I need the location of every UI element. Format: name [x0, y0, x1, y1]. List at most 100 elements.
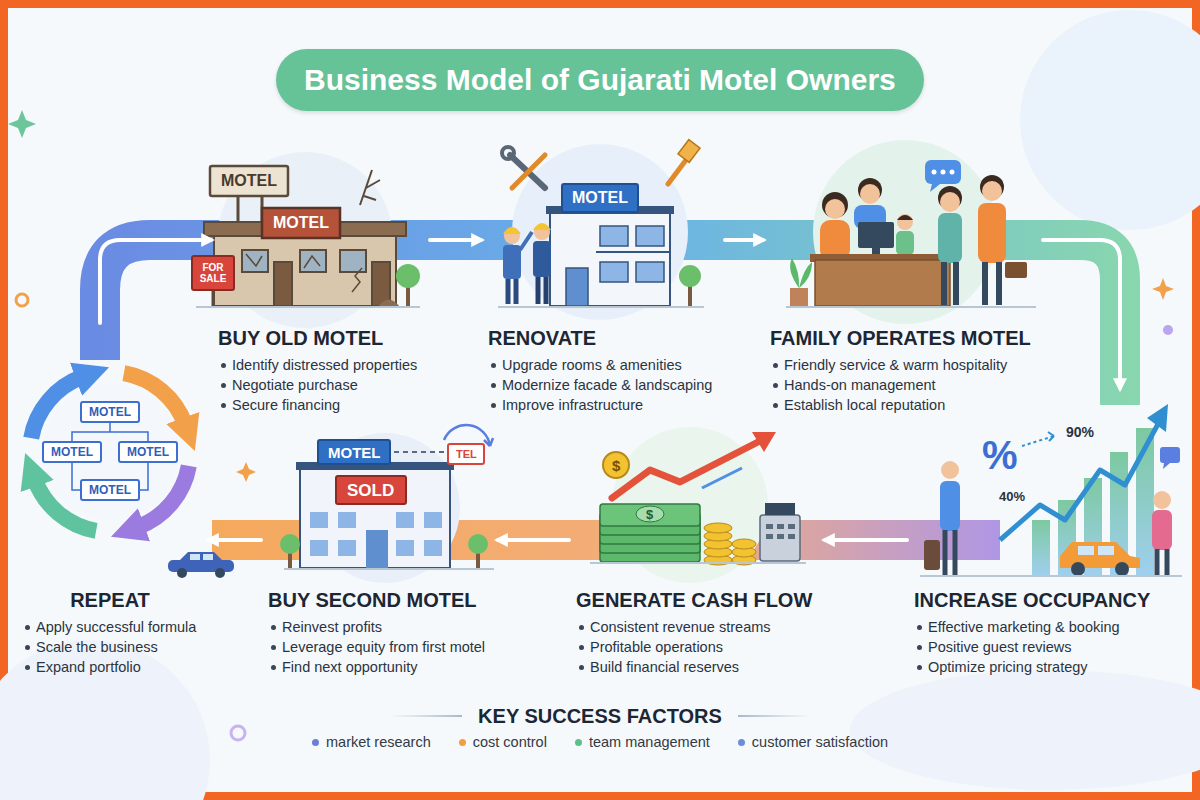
renovation-picture-part [512, 144, 688, 320]
renovation-picture-part [668, 160, 686, 184]
car-picture-part [203, 554, 213, 560]
occupancy-picture-part [924, 540, 940, 570]
occupancy-picture-part [1060, 542, 1140, 568]
background-blobs-part [16, 294, 28, 306]
occupancy-picture-part [1147, 404, 1168, 432]
second-motel-picture-part [424, 540, 442, 556]
old-motel-picture-part [352, 268, 362, 292]
flow-arrow [725, 238, 763, 242]
divider-line [738, 715, 810, 717]
second-motel-picture-part [396, 540, 414, 556]
second-motel-picture-part [394, 451, 446, 453]
cash-picture-part [704, 523, 732, 533]
bullet-dot [221, 363, 226, 368]
bullet-dot [773, 403, 778, 408]
second-motel-picture-part [310, 540, 328, 556]
bullet-text: Secure financing [218, 395, 419, 415]
cash-picture-part [702, 468, 742, 488]
old-motel-picture-part [396, 264, 420, 288]
renovation-picture-part [506, 279, 511, 304]
bullet-text: Hands-on management [770, 375, 1032, 395]
family-picture-part [815, 260, 950, 306]
renovation-picture-part [550, 212, 670, 306]
cash-picture-part [752, 432, 776, 452]
second-motel-picture-part [318, 440, 390, 464]
family-picture-part [860, 184, 880, 204]
bullet-dot [25, 665, 30, 670]
cash-picture-part [590, 562, 806, 564]
bullet-text: Reinvest profits [268, 617, 487, 637]
family-picture-part [790, 288, 808, 306]
flow-arrow [498, 538, 569, 542]
factor-dot [312, 739, 319, 746]
cash-picture-part [603, 452, 629, 478]
bullet-dot [917, 645, 922, 650]
occupancy-picture-part [1152, 510, 1172, 550]
bullet-text: Leverage equity from first motel [268, 637, 487, 657]
old-motel-picture-part [196, 306, 420, 308]
family-picture-part [950, 170, 955, 175]
renovation-picture-part [600, 262, 628, 282]
sign-text: MOTEL [127, 446, 169, 458]
occupancy-picture-part [941, 461, 959, 479]
renovation-picture-part [544, 277, 549, 304]
sign-text: MOTEL [273, 215, 329, 231]
step-heading: BUY SECOND MOTEL [268, 588, 487, 612]
family-picture-part [790, 258, 812, 288]
background-blobs-part [236, 462, 256, 482]
old-motel-picture-part [210, 166, 288, 196]
bullet-text: Build financial reserves [576, 657, 814, 677]
cash-picture-part [777, 534, 784, 539]
step-heading: RENOVATE [488, 326, 714, 350]
background-blobs-part [0, 640, 210, 800]
bullet-text: Optimize pricing strategy [914, 657, 1152, 677]
currency-symbol: $ [646, 508, 653, 521]
bullet-dot [271, 665, 276, 670]
renovation-picture-part [503, 227, 521, 234]
sign-text: SOLD [347, 482, 394, 499]
family-picture-part [930, 184, 940, 192]
background-blobs-part [231, 726, 245, 740]
currency-symbol: $ [612, 458, 620, 473]
bullet-dot [271, 645, 276, 650]
bullet-dot [773, 363, 778, 368]
divider-line [390, 715, 462, 717]
step-heading: INCREASE OCCUPANCY [914, 588, 1152, 612]
bullet-dot [25, 625, 30, 630]
cash-picture-part [788, 524, 795, 529]
factor-entry: market research [312, 734, 431, 751]
bullet-dot [579, 645, 584, 650]
second-motel-picture-part [310, 512, 328, 528]
factor-entry: cost control [459, 734, 547, 751]
occupancy-picture-part [1000, 424, 1158, 540]
family-picture-part [940, 192, 960, 212]
occupancy-picture-part [1098, 546, 1114, 555]
renovation-picture [498, 140, 704, 320]
factor-entry: customer satisfaction [738, 734, 888, 751]
family-picture-part [896, 231, 914, 255]
family-picture-part [825, 199, 845, 219]
renovation-picture-part [520, 232, 532, 250]
cash-picture-part [766, 524, 773, 529]
factor-item: customer satisfaction [752, 734, 888, 751]
bullet-dot [25, 645, 30, 650]
occupancy-picture-part [1165, 549, 1170, 575]
flow-arrow [209, 538, 261, 542]
occupancy-picture-part [920, 575, 1182, 577]
family-picture-part [897, 215, 913, 220]
bullet-dot [773, 383, 778, 388]
bullet-text: Modernize facade & landscaping [488, 375, 714, 395]
old-motel-picture [192, 152, 420, 328]
bullet-dot [491, 403, 496, 408]
bullet-text: Positive guest reviews [914, 637, 1152, 657]
second-motel-picture-part [444, 425, 490, 446]
bullet-dot [917, 665, 922, 670]
old-motel-picture-part [300, 250, 326, 272]
factor-dot [738, 739, 745, 746]
repeat-cycle-picture-part [43, 442, 101, 462]
cash-picture-part [636, 506, 664, 522]
cash-picture-part [732, 539, 756, 549]
repeat-cycle-picture-part [137, 466, 188, 527]
occupancy-picture-part [1155, 549, 1160, 575]
family-picture-part [822, 192, 848, 218]
